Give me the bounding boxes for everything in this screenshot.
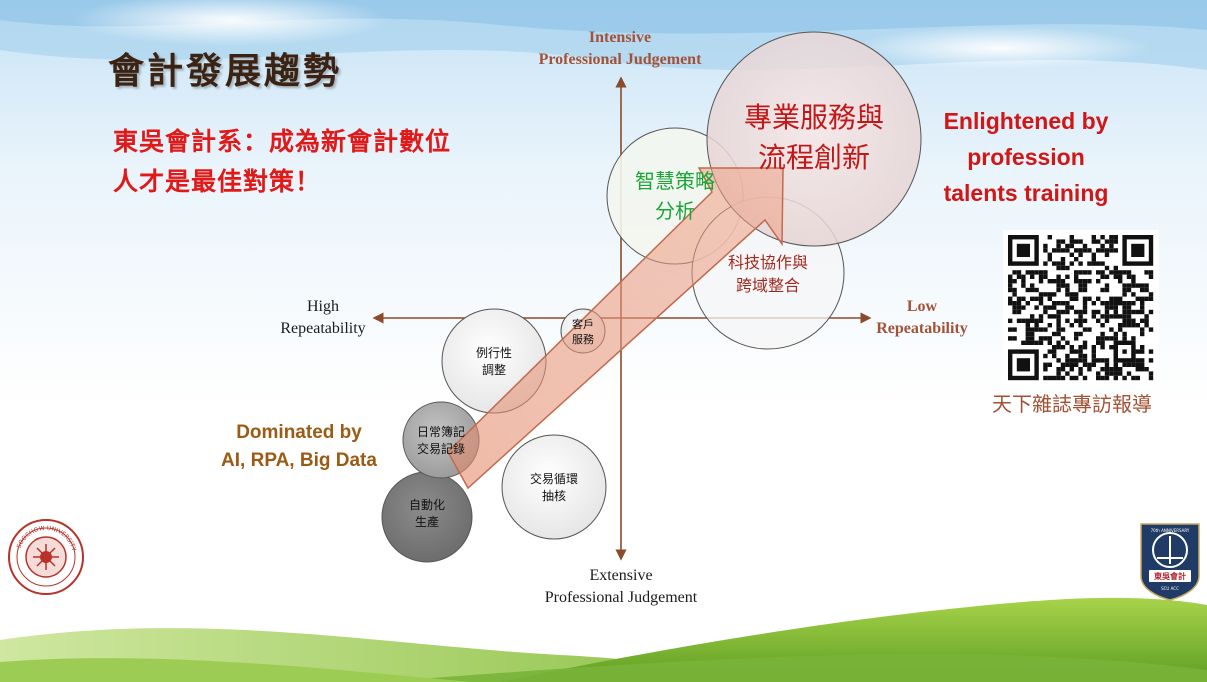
label-daily: 日常簿記 交易記錄 (401, 424, 481, 458)
axis-left-line2: Repeatability (280, 320, 366, 337)
label-automated: 自動化 生產 (387, 497, 467, 531)
label-customer: 客戶 服務 (558, 317, 608, 347)
label-routine: 例行性 調整 (454, 345, 534, 379)
scu-acc-badge-logo: 東吳會計 70th ANNIVERSARY SCU ACC (1140, 523, 1200, 601)
label-customer-line2: 服務 (572, 333, 594, 346)
axis-top-label: Intensive Professional Judgement (520, 27, 720, 71)
dominated-note: Dominated by AI, RPA, Big Data (204, 419, 394, 475)
label-tech: 科技協作與 跨域整合 (706, 251, 830, 297)
circle-cycle (501, 434, 607, 540)
label-daily-line1: 日常簿記 (416, 425, 465, 439)
axis-bottom-label: Extensive Professional Judgement (521, 565, 721, 609)
label-pro-line2: 流程創新 (757, 141, 870, 174)
label-cycle-line2: 抽核 (541, 489, 566, 503)
label-cycle: 交易循環 抽核 (514, 471, 594, 505)
label-smart-line2: 分析 (655, 199, 695, 223)
axis-bottom-line2: Professional Judgement (544, 589, 698, 606)
label-customer-line1: 客戶 (572, 318, 594, 331)
badge-top: 70th ANNIVERSARY (1151, 528, 1190, 533)
badge-title: 東吳會計 (1154, 571, 1186, 581)
axis-right-label: Low Repeatability (862, 296, 982, 340)
label-cycle-line1: 交易循環 (529, 472, 578, 486)
enlightened-line2: profession (967, 144, 1085, 170)
badge-bottom: SCU ACC (1161, 586, 1179, 591)
qr-code[interactable] (1003, 230, 1159, 386)
label-routine-line2: 調整 (481, 363, 506, 377)
slide-title: 會計發展趨勢 (108, 51, 343, 92)
label-tech-line1: 科技協作與 (727, 253, 808, 272)
label-smart: 智慧策略 分析 (610, 166, 740, 226)
enlightened-line3: talents training (943, 180, 1109, 206)
enlightened-note: Enlightened by profession talents traini… (921, 103, 1131, 211)
soochow-seal-logo: SOOCHOW UNIVERSITY (8, 519, 84, 595)
axis-left-label: High Repeatability (263, 296, 383, 340)
axis-right-line1: Low (906, 298, 938, 315)
qr-caption: 天下雜誌專訪報導 (992, 392, 1152, 416)
subtitle-line-1: 東吳會計系：成為新會計數位 (113, 127, 452, 156)
enlightened-line1: Enlightened by (943, 108, 1109, 134)
subtitle-line-2: 人才是最佳對策！ (113, 167, 322, 196)
axis-top-line2: Professional Judgement (538, 51, 702, 68)
label-automated-line1: 自動化 (408, 498, 445, 512)
label-pro: 專業服務與 流程創新 (718, 98, 910, 178)
axis-top-line1: Intensive (588, 29, 652, 46)
dominated-line1: Dominated by (236, 422, 362, 443)
axis-bottom-line1: Extensive (589, 567, 653, 584)
growth-arrow (447, 167, 784, 490)
dominated-line2: AI, RPA, Big Data (221, 450, 377, 471)
label-daily-line2: 交易記錄 (416, 442, 465, 456)
axis-left-line1: High (307, 298, 339, 315)
label-pro-line1: 專業服務與 (743, 101, 884, 134)
label-automated-line2: 生產 (414, 515, 439, 529)
label-smart-line1: 智慧策略 (635, 169, 715, 193)
label-tech-line2: 跨域整合 (735, 276, 800, 295)
axis-right-line2: Repeatability (876, 320, 968, 337)
label-routine-line1: 例行性 (475, 346, 512, 360)
